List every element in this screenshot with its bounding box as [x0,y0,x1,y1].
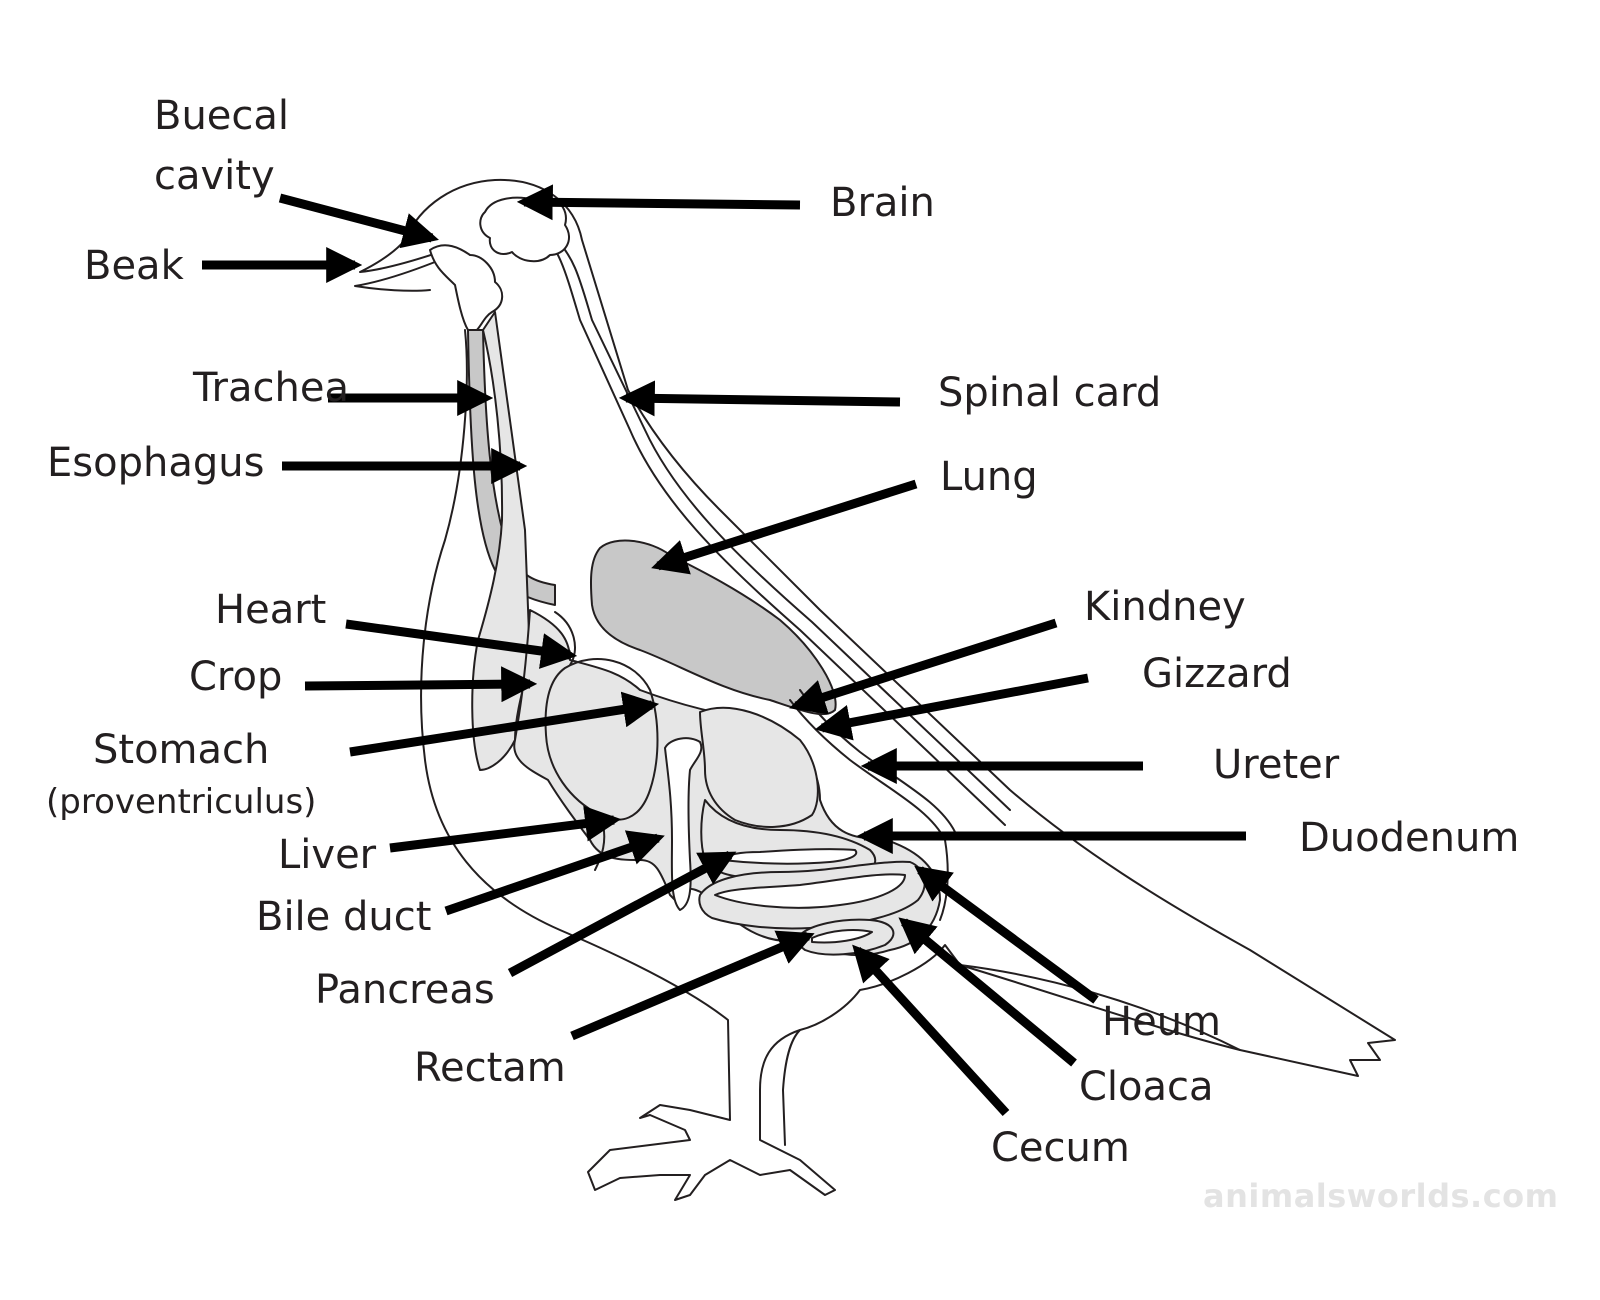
beak-upper [359,239,441,273]
bile-duct-shape [664,737,703,911]
arrow-gizzard [814,673,1089,741]
stomach-shape [544,658,659,821]
watermark: animalsworlds.com [1203,1177,1559,1215]
beak-lower [354,259,441,292]
label-cecum: Cecum [991,1125,1130,1171]
esophagus-crop-shape [471,311,531,771]
label-crop: Crop [189,654,283,700]
label-heart: Heart [215,587,327,633]
label-lung: Lung [940,454,1038,500]
gizzard-shape [699,706,819,828]
arrow-stomach [349,691,660,757]
arrow-spinal-cord [618,380,901,417]
label-stomach-sub: (proventriculus) [46,782,317,822]
label-bile-duct: Bile duct [256,894,432,940]
label-gizzard: Gizzard [1142,651,1292,697]
label-esophagus: Esophagus [47,440,265,486]
label-brain: Brain [830,180,935,226]
label-duodenum: Duodenum [1299,815,1520,861]
arrow-ileum [914,865,1099,1004]
label-liver: Liver [278,832,377,878]
arrow-cecum [852,944,1010,1117]
arrow-bile-duct [444,830,665,916]
ileum-inner [714,873,906,909]
label-stomach: Stomach [93,727,270,773]
arrow-heart [345,619,578,669]
label-ureter: Ureter [1213,742,1340,788]
pointer-arrows [202,184,1246,1117]
brain-shape [479,196,570,263]
arrow-lung [651,479,918,575]
trachea-shape [467,329,556,606]
label-pancreas: Pancreas [315,967,495,1013]
arrow-rectum [570,930,815,1041]
label-cloaca: Cloaca [1079,1064,1214,1110]
leg-outline [782,1029,801,1146]
arrow-pancreas [507,851,737,977]
arrow-crop [304,666,538,703]
buccal-cavity-shape [429,244,504,335]
label-kidney: Kindney [1084,584,1246,630]
duodenum-inner [721,848,858,865]
arrow-kidney [789,618,1058,715]
label-spinal-cord: Spinal card [938,370,1162,416]
label-trachea: Trachea [193,365,349,411]
arrow-cloaca [898,917,1077,1067]
label-buccal-cavity: Buecal cavity [154,93,290,199]
body-front-outline [404,178,1396,1201]
rectum-inner [811,929,873,944]
arrow-brain [516,184,801,221]
label-ileum: Heum [1102,999,1222,1045]
spinal-cord-shape [539,229,1011,826]
arrow-liver [389,805,622,853]
label-rectum: Rectam [414,1045,566,1091]
label-beak: Beak [84,243,184,289]
arrow-buccal [278,193,439,249]
